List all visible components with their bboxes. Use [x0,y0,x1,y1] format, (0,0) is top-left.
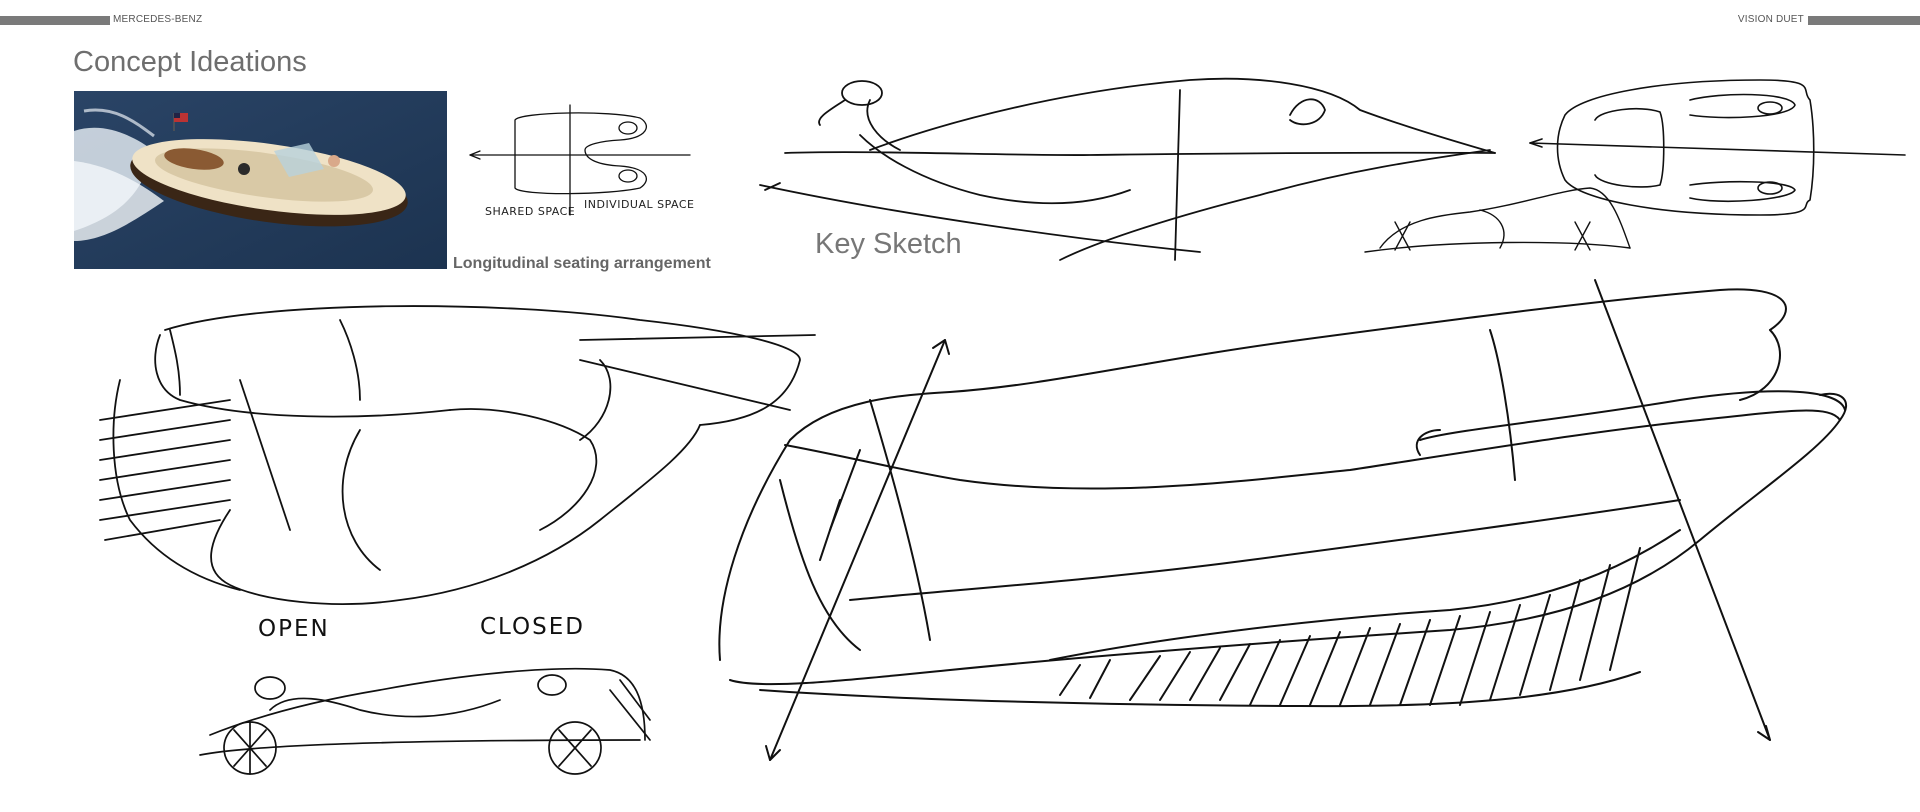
header-brand-right: VISION DUET [1737,14,1804,25]
header-bar-right [1808,16,1920,25]
photo-caption: Longitudinal seating arrangement [453,255,711,272]
header-brand-left: MERCEDES-BENZ [113,14,203,25]
open-label: OPEN [258,616,330,642]
header-bar-left [0,16,110,25]
shared-space-label: SHARED SPACE [485,205,576,218]
key-sketch-label: Key Sketch [815,228,962,260]
individual-space-label: INDIVIDUAL SPACE [584,198,695,211]
closed-label: CLOSED [480,614,585,640]
boat-photo [74,91,447,269]
page-title: Concept Ideations [73,46,307,78]
